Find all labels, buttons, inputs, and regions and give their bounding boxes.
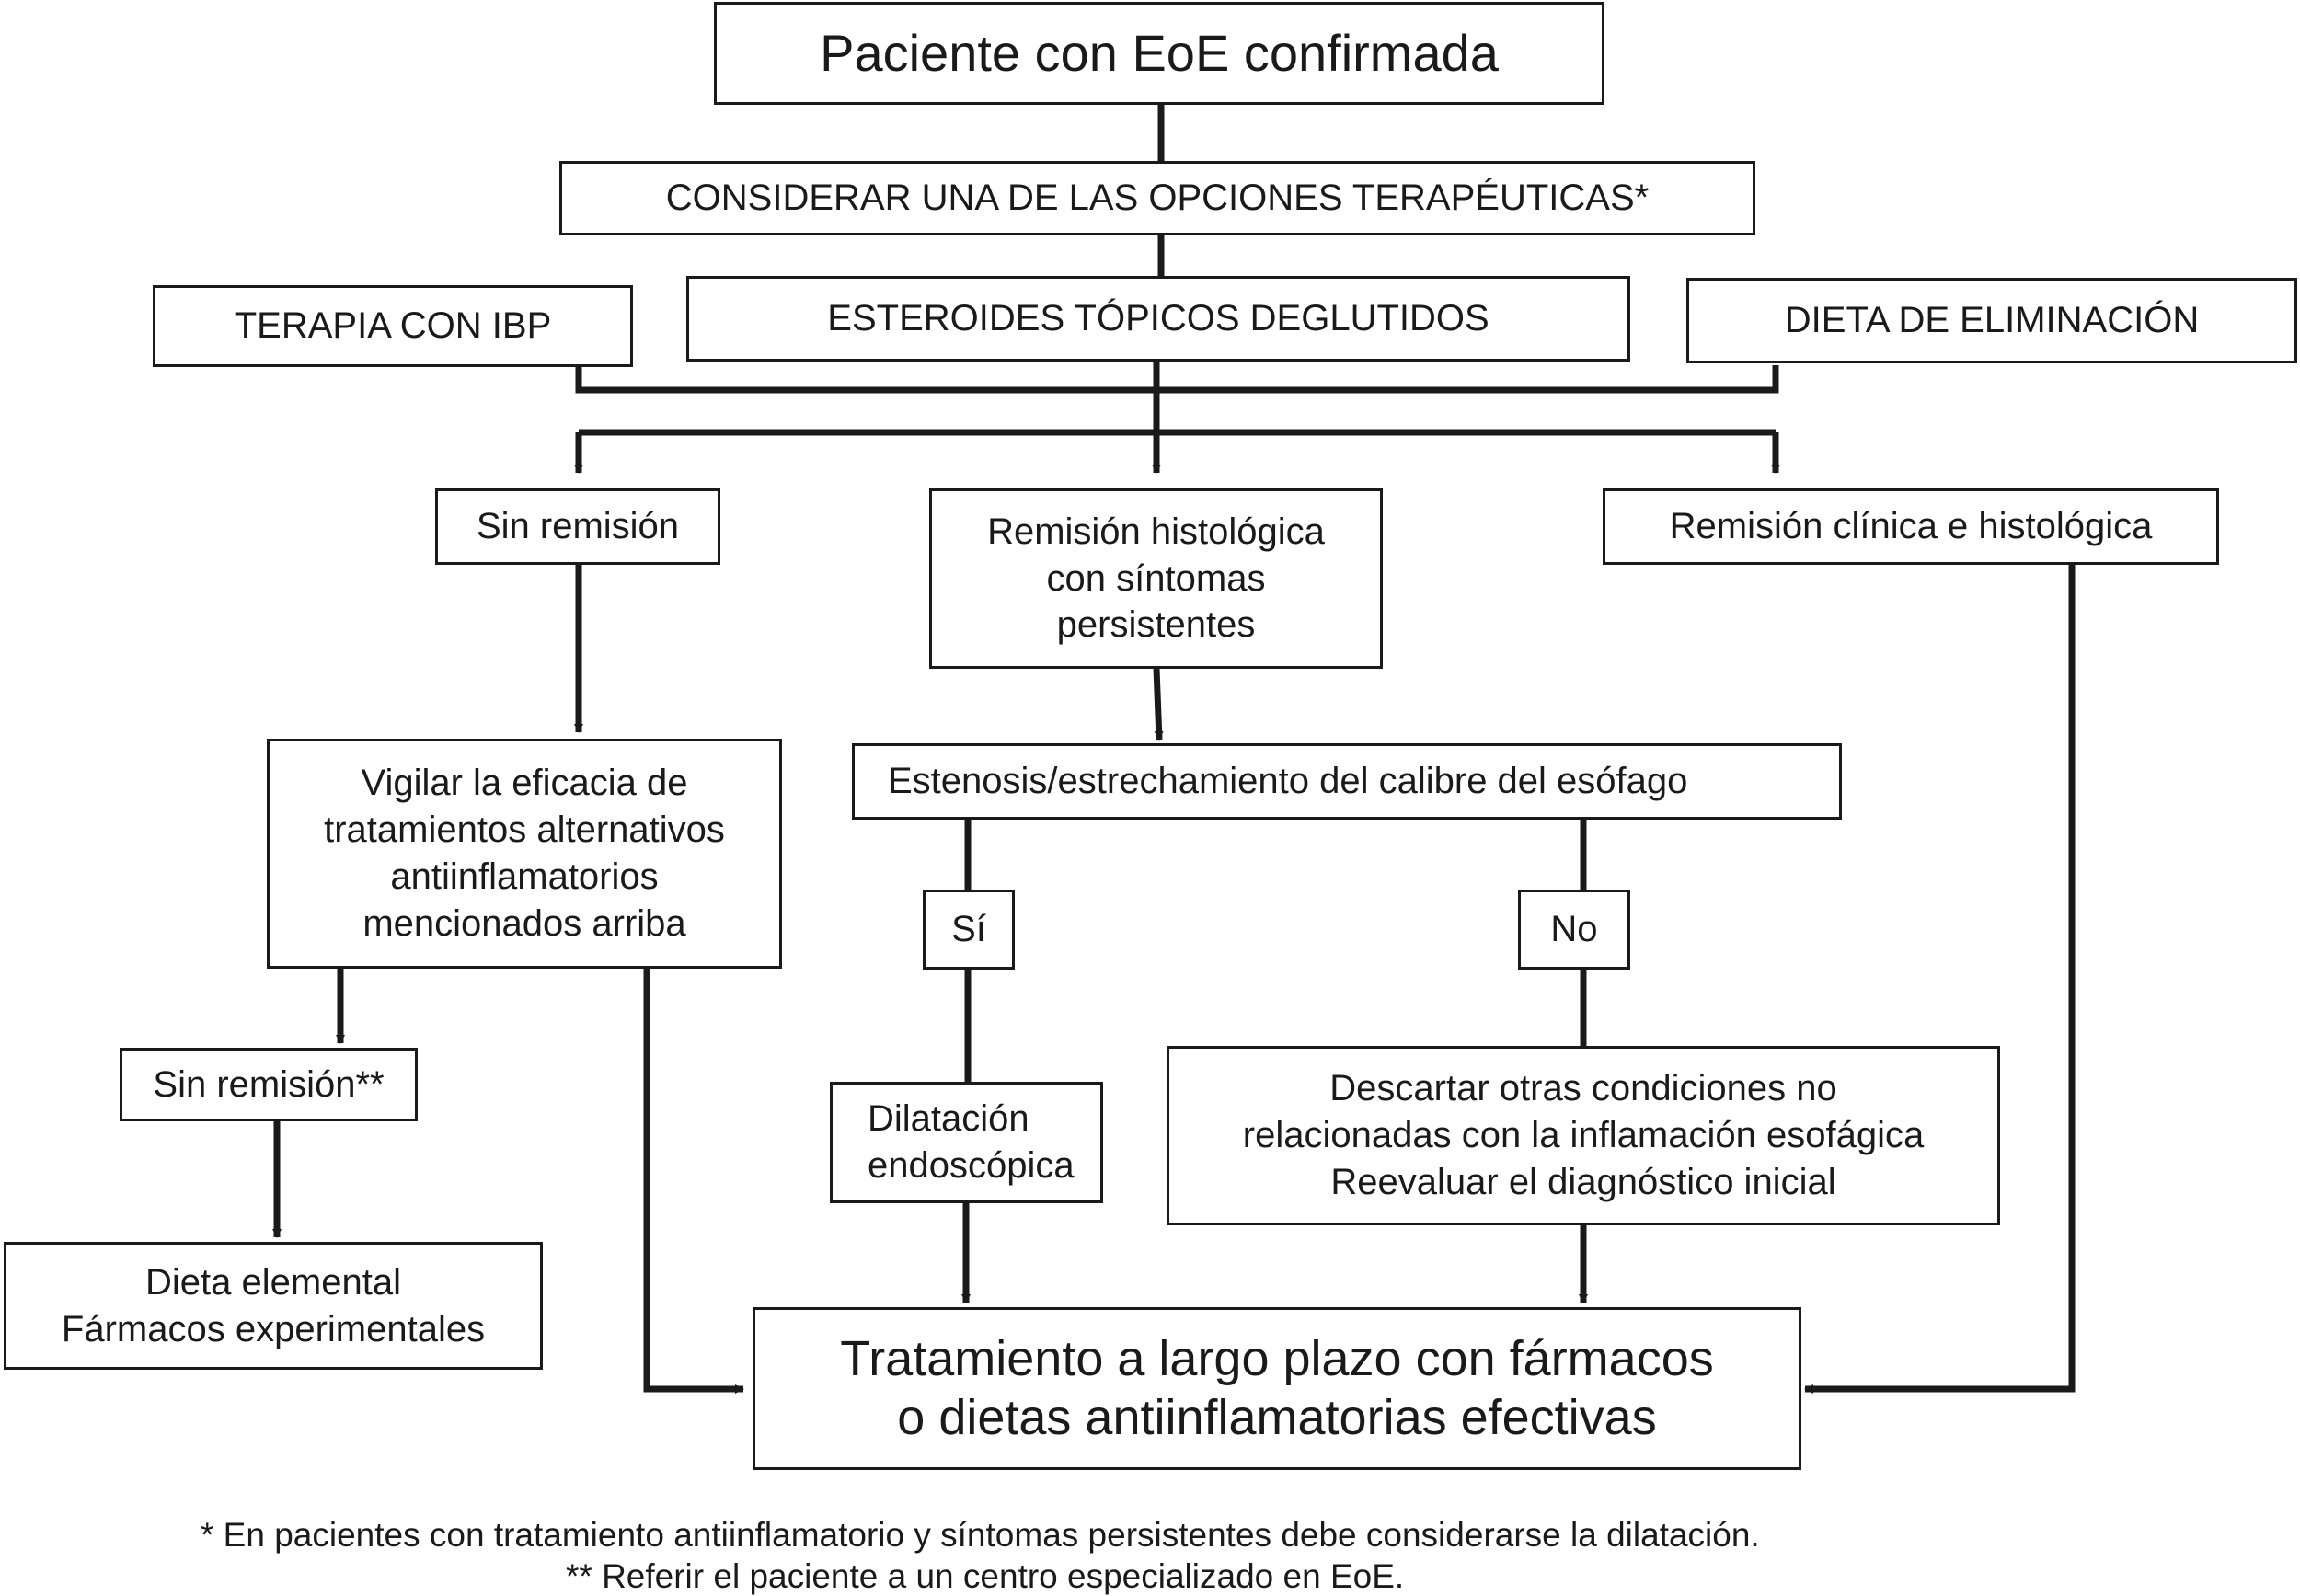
dilation-line-1: Dilatación xyxy=(868,1098,1029,1140)
monitor-line-1: Vigilar la eficacia de xyxy=(361,763,688,804)
rule-out-line-1: Descartar otras condiciones no xyxy=(1329,1068,1837,1109)
monitor-line-4: mencionados arriba xyxy=(362,902,686,944)
footnote-two-star: ** Referir el paciente a un centro espec… xyxy=(566,1557,1405,1595)
elimination-diet-label: DIETA DE ELIMINACIÓN xyxy=(1784,300,2200,341)
topical-steroids-box: ESTEROIDES TÓPICOS DEGLUTIDOS xyxy=(686,276,1630,362)
elemental-line-2: Fármacos experimentales xyxy=(61,1308,486,1349)
long-term-line-1: Tratamiento a largo plazo con fármacos xyxy=(840,1330,1714,1386)
no-remission-label: Sin remisión xyxy=(476,506,680,547)
elemental-diet-box: Dieta elemental Fármacos experimentales xyxy=(4,1242,543,1370)
no-box: No xyxy=(1518,890,1630,970)
arrow-monitor-to-longterm xyxy=(643,969,744,1394)
monitor-line-3: antiinflamatorios xyxy=(390,856,659,897)
arrow-clinical-to-longterm xyxy=(1804,565,2076,1394)
yes-box: Sí xyxy=(923,890,1015,970)
stenosis-label: Estenosis/estrechamiento del calibre del… xyxy=(888,761,1688,802)
no-remission-2-label: Sin remisión** xyxy=(153,1063,385,1105)
rule-out-line-3: Reevaluar el diagnóstico inicial xyxy=(1330,1161,1836,1202)
ppi-therapy-label: TERAPIA CON IBP xyxy=(234,305,552,347)
arrow-to-stenosis xyxy=(1153,668,1164,741)
histologic-remission-line-2: con síntomas xyxy=(1046,557,1266,599)
ppi-therapy-box: TERAPIA CON IBP xyxy=(153,285,633,367)
no-remission-box: Sin remisión xyxy=(435,488,720,565)
no-label: No xyxy=(1550,909,1598,950)
footnote-one-star: * En pacientes con tratamiento antiinfla… xyxy=(201,1516,1760,1554)
monitor-line-2: tratamientos alternativos xyxy=(324,809,725,851)
rule-out-box: Descartar otras condiciones no relaciona… xyxy=(1167,1046,2000,1225)
histologic-remission-box: Remisión histológica con síntomas persis… xyxy=(929,488,1383,669)
yes-label: Sí xyxy=(951,909,986,950)
topical-steroids-label: ESTEROIDES TÓPICOS DEGLUTIDOS xyxy=(827,298,1489,339)
histologic-remission-line-1: Remisión histológica xyxy=(987,511,1325,552)
start-box: Paciente con EoE confirmada xyxy=(714,2,1604,105)
start-label: Paciente con EoE confirmada xyxy=(820,24,1499,83)
histologic-remission-line-3: persistentes xyxy=(1056,604,1256,646)
long-term-line-2: o dietas antiinflamatorias efectivas xyxy=(897,1389,1657,1445)
consider-options-box: CONSIDERAR UNA DE LAS OPCIONES TERAPÉUTI… xyxy=(559,161,1755,235)
consider-options-label: CONSIDERAR UNA DE LAS OPCIONES TERAPÉUTI… xyxy=(665,178,1650,219)
endoscopic-dilation-box: Dilatación endoscópica xyxy=(830,1082,1103,1203)
elemental-line-1: Dieta elemental xyxy=(145,1261,401,1303)
dilation-line-2: endoscópica xyxy=(868,1145,1075,1186)
stenosis-box: Estenosis/estrechamiento del calibre del… xyxy=(852,743,1842,820)
rule-out-line-2: relacionadas con la inflamación esofágic… xyxy=(1242,1115,1925,1156)
no-remission-2-box: Sin remisión** xyxy=(120,1048,418,1121)
elimination-diet-box: DIETA DE ELIMINACIÓN xyxy=(1686,278,2297,363)
clinical-histologic-remission-box: Remisión clínica e histológica xyxy=(1603,488,2219,565)
monitor-alternatives-box: Vigilar la eficacia de tratamientos alte… xyxy=(267,739,782,969)
clinical-histologic-remission-label: Remisión clínica e histológica xyxy=(1669,506,2153,547)
connector-options-merge xyxy=(575,365,1779,394)
long-term-treatment-box: Tratamiento a largo plazo con fármacos o… xyxy=(753,1307,1801,1470)
